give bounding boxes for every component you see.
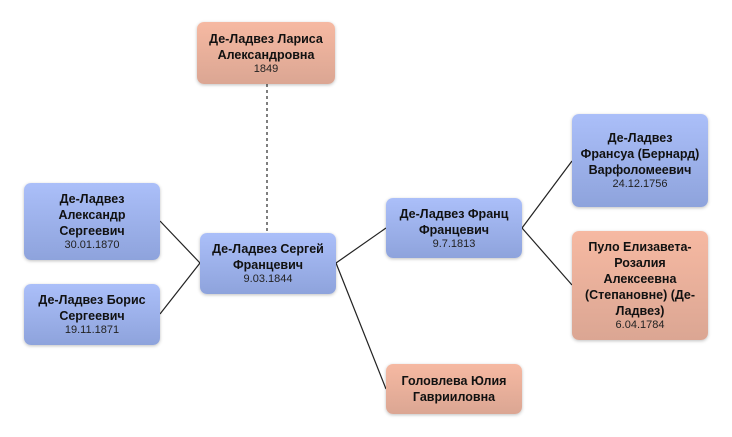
- person-name: Де-Ладвез Сергей Францевич: [212, 242, 324, 272]
- person-pulo[interactable]: Пуло Елизавета-Розалия Алексеевна (Степа…: [572, 231, 708, 340]
- person-date: 6.04.1784: [615, 319, 665, 331]
- person-larisa[interactable]: Де-Ладвез Лариса Александровна 1849: [197, 22, 335, 84]
- person-name: Де-Ладвез Александр Сергеевич: [58, 192, 126, 238]
- person-name: Де-Ладвез Франц Францевич: [399, 206, 509, 237]
- person-name: Пуло Елизавета-Розалия Алексеевна (Степа…: [584, 240, 696, 318]
- link-franz-francois: [521, 160, 573, 229]
- person-francois[interactable]: Де-Ладвез Франсуа (Бернард) Варфоломееви…: [572, 114, 708, 207]
- person-name: Де-Ладвез Борис Сергеевич: [38, 293, 146, 323]
- link-franz-pulo: [521, 227, 573, 286]
- link-sergey-franz: [335, 227, 387, 264]
- person-date: 9.03.1844: [243, 273, 293, 285]
- person-date: 9.7.1813: [432, 237, 476, 250]
- link-sergey-golovleva: [335, 262, 387, 390]
- link-boris-sergey: [159, 262, 201, 315]
- person-boris[interactable]: Де-Ладвез Борис Сергеевич 19.11.1871: [24, 284, 160, 345]
- person-franz[interactable]: Де-Ладвез Франц Францевич 9.7.1813: [386, 198, 522, 258]
- person-name: Де-Ладвез Лариса Александровна: [209, 31, 323, 62]
- person-date: 19.11.1871: [64, 324, 120, 336]
- person-name: Де-Ладвез Франсуа (Бернард) Варфоломееви…: [580, 131, 700, 177]
- person-golovleva[interactable]: Головлева Юлия Гаврииловна: [386, 364, 522, 414]
- person-name: Головлева Юлия Гаврииловна: [401, 374, 507, 404]
- person-sergey[interactable]: Де-Ладвез Сергей Францевич 9.03.1844: [200, 233, 336, 294]
- person-date: 24.12.1756: [612, 178, 668, 190]
- person-alexandr[interactable]: Де-Ладвез Александр Сергеевич 30.01.1870: [24, 183, 160, 260]
- person-date: 1849: [253, 62, 279, 75]
- person-date: 30.01.1870: [64, 239, 120, 251]
- link-alexandr-sergey: [159, 220, 201, 264]
